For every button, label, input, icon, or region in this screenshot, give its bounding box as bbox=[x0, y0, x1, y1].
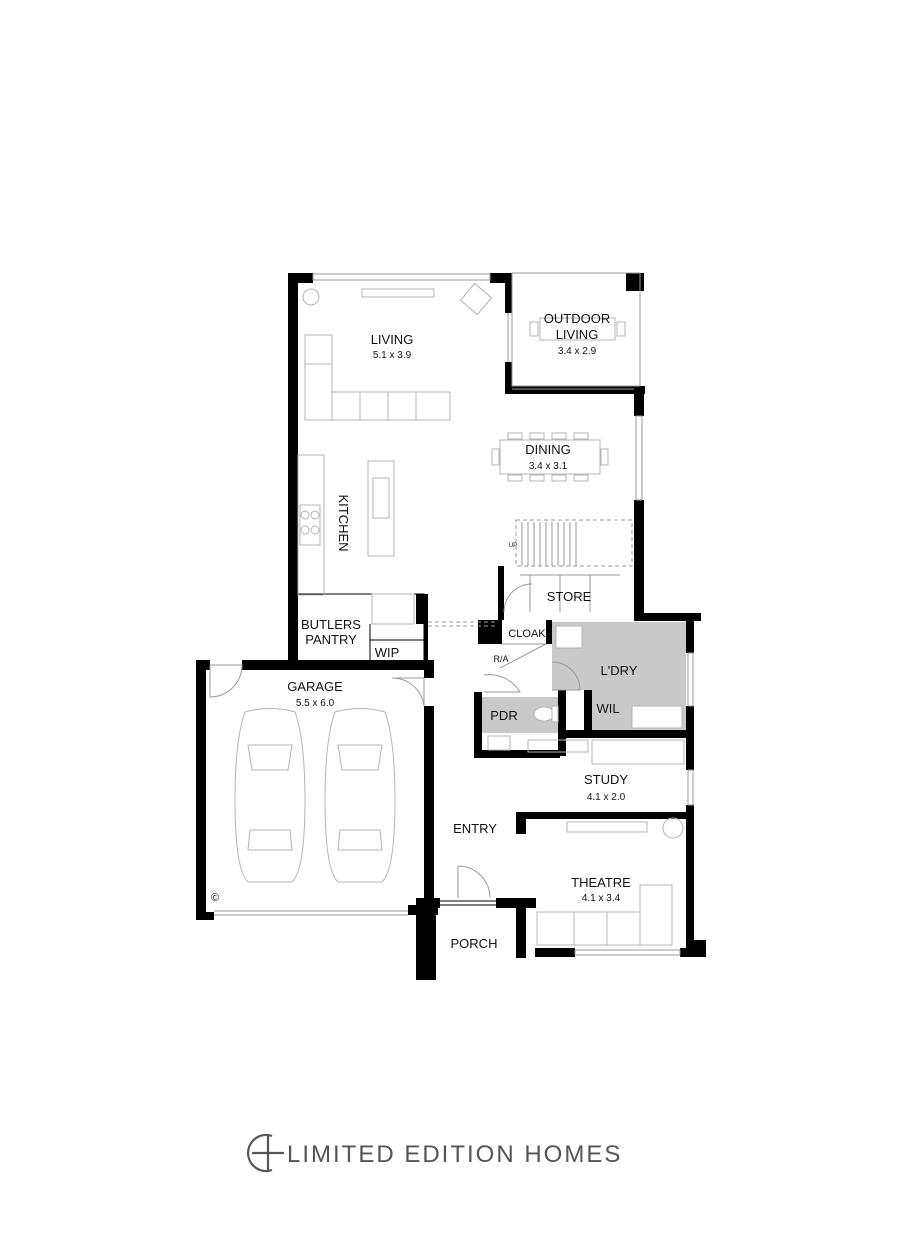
room-labels: LIVING 5.1 x 3.9 OUTDOOR LIVING 3.4 x 2.… bbox=[211, 311, 638, 951]
pdr-label: PDR bbox=[490, 708, 517, 723]
brand-name: LIMITED EDITION HOMES bbox=[287, 1141, 622, 1168]
wip-label: WIP bbox=[375, 645, 400, 660]
butlers-label-1: BUTLERS bbox=[301, 617, 361, 632]
wil-label: WIL bbox=[596, 701, 619, 716]
store-label: STORE bbox=[547, 589, 592, 604]
butlers-label-2: PANTRY bbox=[305, 632, 357, 647]
linework bbox=[209, 272, 694, 956]
living-label: LIVING bbox=[371, 332, 414, 347]
brand-logo: LIMITED EDITION HOMES bbox=[246, 1133, 622, 1173]
garage-dim: 5.5 x 6.0 bbox=[296, 698, 335, 709]
study-dim: 4.1 x 2.0 bbox=[587, 792, 626, 803]
kitchen-label: KITCHEN bbox=[336, 494, 351, 551]
car-left bbox=[234, 708, 306, 883]
outdoor-label-2: LIVING bbox=[556, 327, 599, 342]
theatre-label: THEATRE bbox=[571, 875, 631, 890]
wet-areas bbox=[482, 622, 686, 751]
stairs-up-label: UP bbox=[509, 543, 517, 549]
walls bbox=[196, 273, 706, 980]
car-right bbox=[324, 708, 396, 883]
laundry-label: L'DRY bbox=[601, 663, 638, 678]
ra-label: R/A bbox=[493, 654, 508, 664]
garage-label: GARAGE bbox=[287, 679, 343, 694]
furniture bbox=[234, 282, 673, 946]
copyright-mark: © bbox=[211, 892, 219, 904]
dining-dim: 3.4 x 3.1 bbox=[529, 461, 568, 472]
outdoor-label-1: OUTDOOR bbox=[544, 311, 610, 326]
entry-label: ENTRY bbox=[453, 821, 497, 836]
cloak-label: CLOAK bbox=[508, 628, 546, 640]
wil-fill bbox=[592, 690, 624, 730]
outdoor-dim: 3.4 x 2.9 bbox=[558, 346, 597, 357]
porch-label: PORCH bbox=[451, 936, 498, 951]
dining-label: DINING bbox=[525, 442, 571, 457]
brand-icon bbox=[246, 1133, 284, 1173]
theatre-dim: 4.1 x 3.4 bbox=[582, 893, 621, 904]
living-dim: 5.1 x 3.9 bbox=[373, 350, 412, 361]
study-label: STUDY bbox=[584, 772, 628, 787]
